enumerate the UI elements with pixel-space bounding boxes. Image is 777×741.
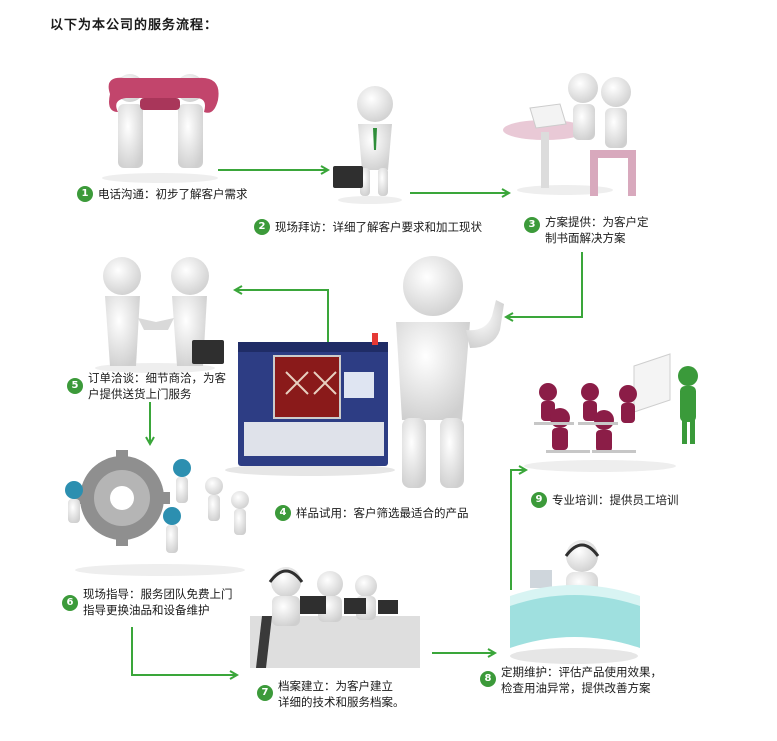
phone-call-illustration [102, 74, 219, 183]
step-number-badge: 2 [254, 219, 270, 235]
step-text-line-2: 户提供送货上门服务 [88, 387, 192, 401]
step-text-line-1: 定期维护：评估产品使用效果， [501, 665, 662, 679]
arrow-6-to-7 [131, 627, 236, 675]
step-number-badge: 5 [67, 378, 83, 394]
step-number-badge: 3 [524, 217, 540, 233]
training-class-illustration [524, 353, 698, 472]
handshake-illustration [95, 257, 224, 373]
step-text: 电话沟通：初步了解客户需求 [98, 187, 248, 201]
step-text-line-2: 制书面解决方案 [545, 231, 626, 245]
meeting-illustration [503, 73, 636, 196]
gear-workers-illustration [65, 450, 249, 576]
flow-arrows [131, 170, 583, 675]
arrow-4-to-5 [236, 290, 329, 343]
arrow-3-to-4 [507, 252, 583, 317]
step-text-line-2: 检查用油异常，提供改善方案 [501, 681, 651, 695]
step-text-line-2: 指导更换油品和设备维护 [83, 603, 210, 617]
step-text-line-1: 方案提供：为客户定 [545, 215, 649, 229]
arrow-8-to-9 [510, 470, 525, 590]
office-workers-illustration [250, 567, 420, 668]
step-text-line-2: 详细的技术和服务档案。 [278, 695, 405, 709]
step-text-line-1: 档案建立：为客户建立 [278, 679, 393, 693]
step-number-badge: 6 [62, 595, 78, 611]
machine-illustration [225, 333, 395, 476]
step-text: 专业培训：提供员工培训 [552, 493, 679, 507]
step-number-badge: 9 [531, 492, 547, 508]
step-number-badge: 8 [480, 671, 496, 687]
step-text-line-1: 现场指导：服务团队免费上门 [83, 587, 233, 601]
step-number-badge: 1 [77, 186, 93, 202]
page-title: 以下为本公司的服务流程： [50, 18, 219, 33]
step-text: 现场拜访：详细了解客户要求和加工现状 [275, 220, 482, 234]
step-text-line-1: 订单洽谈：细节商洽，为客 [88, 371, 226, 385]
visitor-illustration [333, 86, 402, 204]
service-desk-illustration [510, 540, 640, 664]
thumbs-up-figure-illustration [396, 256, 504, 488]
step-text: 样品试用：客户筛选最适合的产品 [296, 506, 469, 520]
step-number-badge: 7 [257, 685, 273, 701]
step-number-badge: 4 [275, 505, 291, 521]
